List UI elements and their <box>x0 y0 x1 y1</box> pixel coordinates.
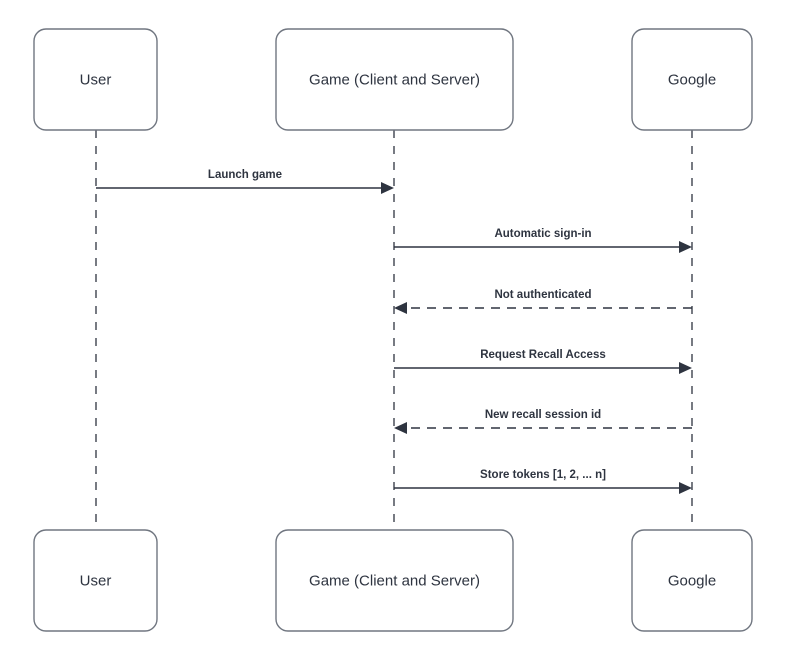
message-arrowhead <box>394 422 407 434</box>
actor-box-outline <box>275 529 514 632</box>
message-arrowhead <box>394 302 407 314</box>
actor-box-outline <box>33 529 158 632</box>
actor-label-google: Google <box>668 71 716 88</box>
actor-label-user: User <box>80 71 112 88</box>
actor-box-outline <box>275 28 514 131</box>
actor-box-user-top[interactable]: User <box>33 28 158 131</box>
message-1-automatic-sign-in[interactable]: Automatic sign-in <box>394 228 692 253</box>
actor-box-outline <box>33 28 158 131</box>
message-0-launch-game[interactable]: Launch game <box>96 169 394 194</box>
message-5-store-tokens-1-2-n[interactable]: Store tokens [1, 2, ... n] <box>394 469 692 494</box>
actor-label-game: Game (Client and Server) <box>309 71 480 88</box>
actor-box-game-bottom[interactable]: Game (Client and Server) <box>275 529 514 632</box>
actor-label-game: Game (Client and Server) <box>309 572 480 589</box>
actor-label-user: User <box>80 572 112 589</box>
lifelines-group <box>95 130 693 530</box>
actor-box-outline <box>631 28 753 131</box>
message-label: Launch game <box>208 169 282 181</box>
message-label: Not authenticated <box>494 289 591 301</box>
actor-box-outline <box>631 529 753 632</box>
message-3-request-recall-access[interactable]: Request Recall Access <box>394 349 692 374</box>
message-label: Request Recall Access <box>480 349 606 361</box>
message-label: Store tokens [1, 2, ... n] <box>480 469 606 481</box>
message-2-not-authenticated[interactable]: Not authenticated <box>394 289 692 314</box>
actor-box-google-top[interactable]: Google <box>631 28 753 131</box>
message-arrowhead <box>381 182 394 194</box>
message-arrowhead <box>679 241 692 253</box>
message-label: New recall session id <box>485 409 601 421</box>
message-arrowhead <box>679 362 692 374</box>
message-arrowhead <box>679 482 692 494</box>
message-4-new-recall-session-id[interactable]: New recall session id <box>394 409 692 434</box>
actor-box-user-bottom[interactable]: User <box>33 529 158 632</box>
message-label: Automatic sign-in <box>494 228 591 240</box>
actor-label-google: Google <box>668 572 716 589</box>
actor-box-google-bottom[interactable]: Google <box>631 529 753 632</box>
actor-box-game-top[interactable]: Game (Client and Server) <box>275 28 514 131</box>
